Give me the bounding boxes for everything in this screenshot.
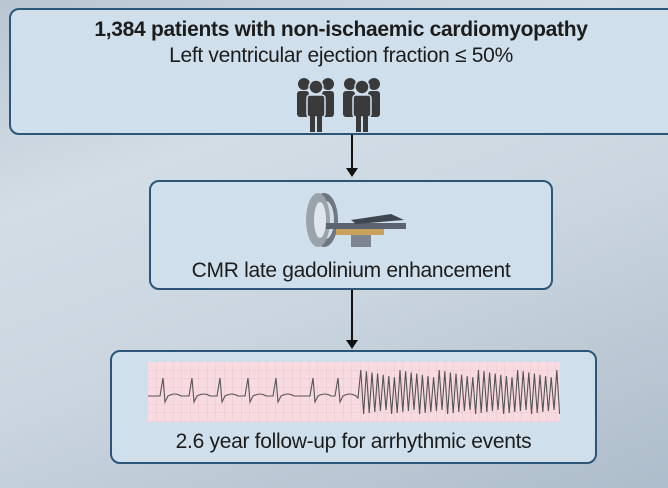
arrow-1 [346,135,358,177]
population-subtitle: Left ventricular ejection fraction ≤ 50% [169,44,513,67]
imaging-box: CMR late gadolinium enhancement [149,180,553,290]
mri-scanner-icon [306,193,406,247]
ecg-trace [148,369,560,415]
population-box: 1,384 patients with non-ischaemic cardio… [9,8,668,135]
population-title: 1,384 patients with non-ischaemic cardio… [94,18,588,41]
followup-label: 2.6 year follow-up for arrhythmic events [175,430,532,453]
imaging-label: CMR late gadolinium enhancement [191,259,511,282]
people-group-icon [297,77,381,133]
arrow-2 [346,290,358,349]
followup-box: 2.6 year follow-up for arrhythmic events [110,350,597,464]
ecg-strip-icon [148,362,560,422]
